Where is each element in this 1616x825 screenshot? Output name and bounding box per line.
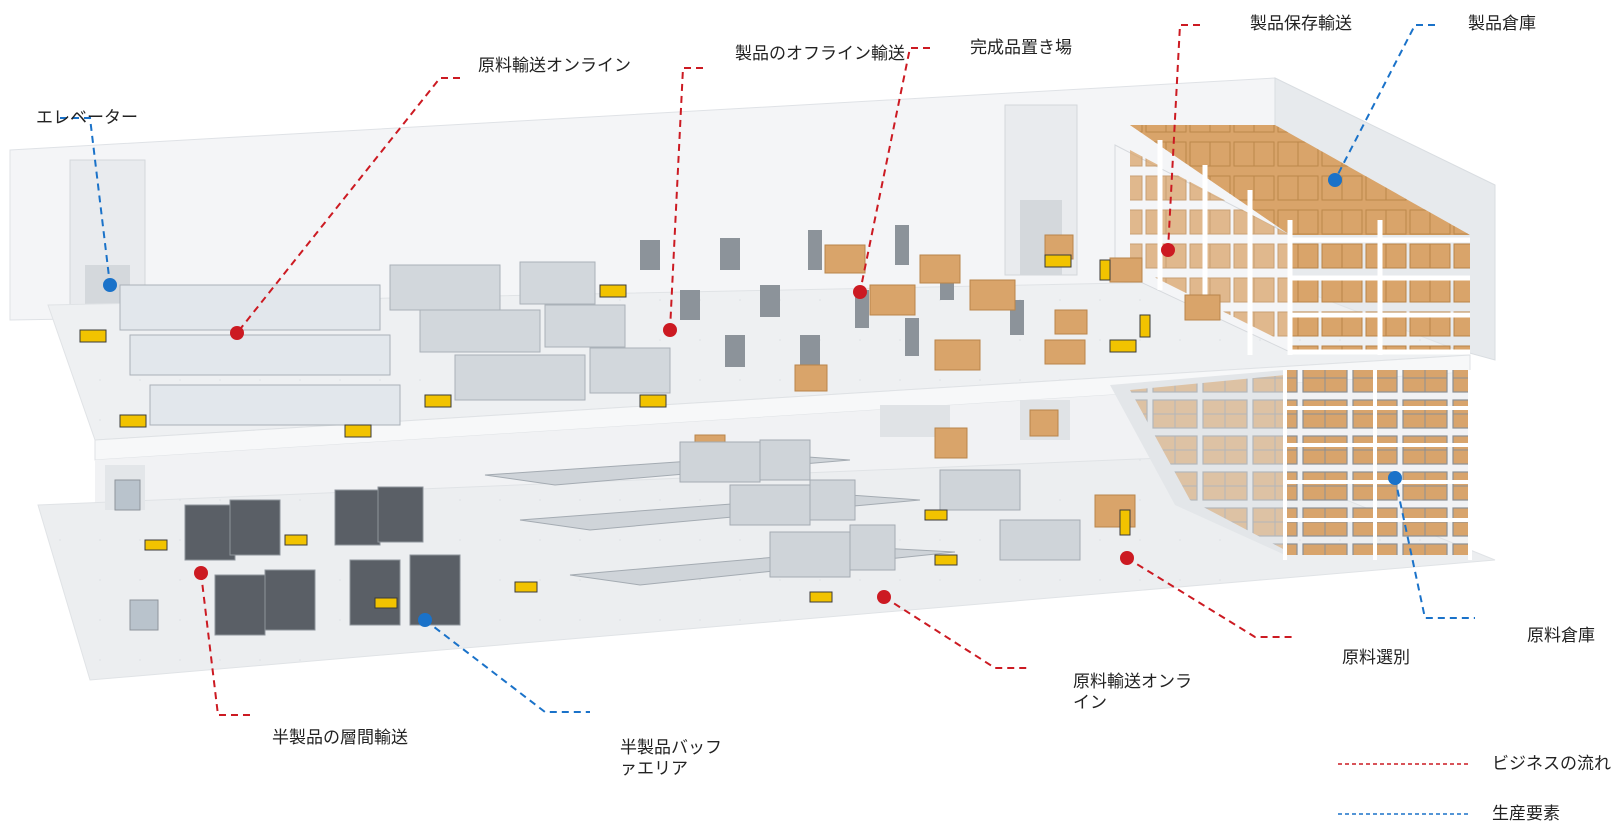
raw-transport-top-leader-line (236, 77, 460, 334)
legend-business-flow-label: ビジネスの流れ (1492, 754, 1611, 774)
semi-interfloor-marker (194, 566, 208, 580)
semi-product-buffer-label: 半製品バッファエリア (620, 738, 722, 779)
raw-material-transport-online-top-label: 原料輸送オンライン (478, 56, 631, 76)
raw-material-sorting-label: 原料選別 (1342, 648, 1410, 668)
finished-goods-marker (853, 285, 867, 299)
raw-transport-top-marker (230, 326, 244, 340)
raw-material-warehouse-racks (1110, 370, 1472, 560)
agv-vehicles (79, 254, 1151, 609)
lower-production-lines (484, 439, 1081, 586)
callout-markers (103, 173, 1402, 627)
product-warehouse-leader-line (1334, 24, 1435, 181)
upper-floor-walls (9, 77, 1496, 361)
elevator-leader-line (60, 117, 111, 286)
product-storage-marker (1161, 243, 1175, 257)
upper-floor-slab (47, 279, 1471, 461)
leader-lines (60, 24, 1475, 716)
product-offline-transport-label: 製品のオフライン輸送 (735, 44, 905, 64)
semi-product-buffer-marker (418, 613, 432, 627)
raw-sorting-marker (1120, 551, 1134, 565)
product-storage-leader-line (1167, 24, 1200, 251)
raw-material-transport-online-bottom-label: 原料輸送オンライン (1073, 672, 1192, 713)
product-offline-leader-line (669, 67, 703, 331)
elevator-label: エレベーター (36, 108, 138, 128)
semi-product-racks (114, 479, 461, 636)
finished-goods-storage-label: 完成品置き場 (970, 38, 1072, 58)
raw-sorting-leader-line (1126, 557, 1295, 638)
product-storage-transport-label: 製品保存輸送 (1250, 14, 1352, 34)
product-warehouse-label: 製品倉庫 (1468, 14, 1536, 34)
raw-material-warehouse-label: 原料倉庫 (1527, 626, 1595, 646)
finished-goods-leader-line (859, 47, 930, 293)
elevator-marker (103, 278, 117, 292)
product-offline-marker (663, 323, 677, 337)
upper-box-stacks (694, 234, 1221, 528)
raw-transport-bottom-marker (877, 590, 891, 604)
semi-product-interfloor-transport-label: 半製品の層間輸送 (272, 728, 408, 748)
legend-production-element-label: 生産要素 (1492, 804, 1560, 824)
legend-lines (1338, 763, 1470, 815)
raw-material-warehouse-marker (1388, 471, 1402, 485)
upper-production-lines (119, 225, 1024, 426)
product-warehouse-marker (1328, 173, 1342, 187)
semi-product-buffer-leader-line (424, 619, 590, 713)
